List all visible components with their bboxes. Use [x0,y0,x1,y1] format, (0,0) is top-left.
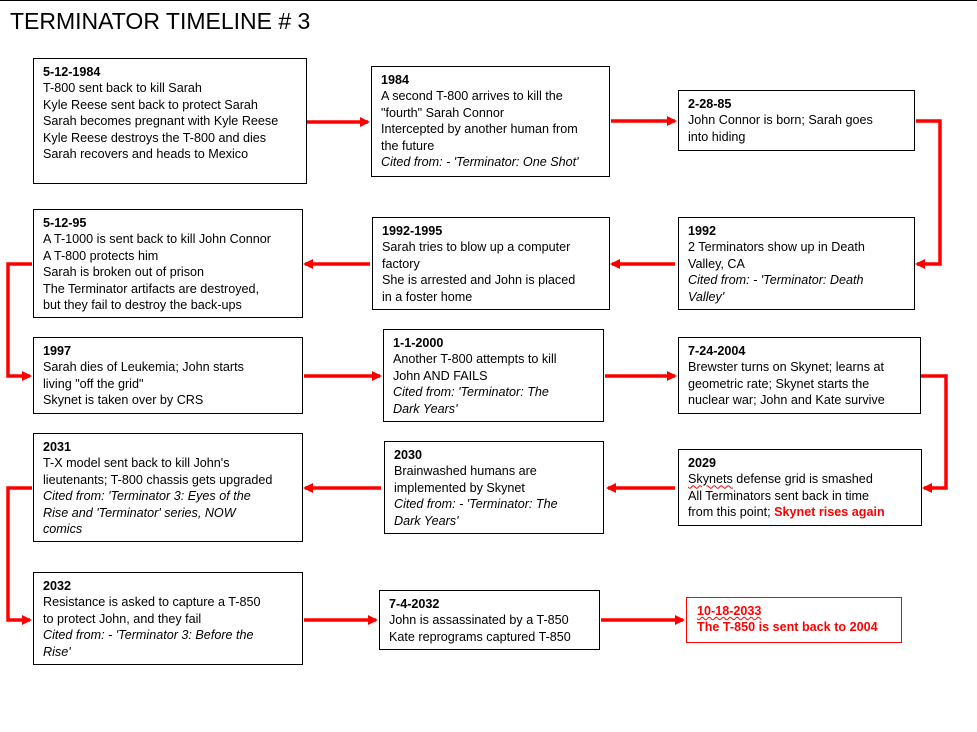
event-box-1997: 1997 Sarah dies of Leukemia; John starts… [33,337,303,414]
event-line: Skynets defense grid is smashed [688,471,921,487]
event-citation: Dark Years' [394,513,459,528]
event-line: to protect John, and they fail [43,611,202,626]
event-line: A T-1000 is sent back to kill John Conno… [43,232,271,247]
event-line: T-800 sent back to kill Sarah [43,81,202,96]
event-line: Intercepted by another human from [381,122,578,137]
event-line: implemented by Skynet [394,480,525,495]
event-line: She is arrested and John is placed [382,273,576,288]
event-line: Kyle Reese destroys the T-800 and dies [43,130,267,145]
event-line: John Connor is born; Sarah goes [688,113,873,128]
event-date-text: 10-18-2033 [697,604,762,618]
event-line-rest: defense grid is smashed [732,472,873,487]
event-line: nuclear war; John and Kate survive [688,393,885,408]
event-citation: Cited from: - 'Terminator: Death [688,273,864,288]
event-date: 2-28-85 [688,97,732,111]
event-date: 1992 [688,224,717,238]
event-line: Another T-800 attempts to kill [393,352,557,367]
event-line: Kate reprograms captured T-850 [389,629,571,644]
event-date: 1984 [381,73,410,87]
event-date: 5-12-95 [43,216,87,230]
event-box-2029: 2029 Skynets defense grid is smashed All… [678,449,922,526]
event-box-2033-10-18: 10-18-2033 The T-850 is sent back to 200… [686,597,902,643]
event-box-1992: 1992 2 Terminators show up in Death Vall… [678,217,915,310]
event-box-2030: 2030 Brainwashed humans are implemented … [384,441,604,534]
event-citation: Cited from: 'Terminator 3: Eyes of the [43,489,251,504]
event-date: 7-24-2004 [688,344,746,358]
event-line: Sarah becomes pregnant with Kyle Reese [43,114,279,129]
event-line: Resistance is asked to capture a T-850 [43,595,261,610]
event-line: Sarah dies of Leukemia; John starts [43,360,244,375]
event-line: John is assassinated by a T-850 [389,613,569,628]
page-title: TERMINATOR TIMELINE # 3 [10,8,311,34]
event-citation: Cited from: 'Terminator: The [393,385,549,400]
event-date: 5-12-1984 [43,65,101,79]
event-box-1992-1995: 1992-1995 Sarah tries to blow up a compu… [372,217,610,310]
event-citation: Valley' [688,289,725,304]
event-line: factory [382,256,420,271]
event-citation: comics [43,522,83,537]
event-line: geometric rate; Skynet starts the [688,376,870,391]
event-line: Sarah tries to blow up a computer [382,240,571,255]
event-box-2031: 2031 T-X model sent back to kill John's … [33,433,303,542]
event-box-2004-07-24: 7-24-2004 Brewster turns on Skynet; lear… [678,337,921,414]
event-line: but they fail to destroy the back-ups [43,298,242,313]
event-line: The T-850 is sent back to 2004 [697,620,878,635]
event-box-2032-07-04: 7-4-2032 John is assassinated by a T-850… [379,590,600,650]
event-line: lieutenants; T-800 chassis gets upgraded [43,472,273,487]
event-line: in a foster home [382,289,473,304]
arrow-e12-e13 [6,486,32,625]
event-line: T-X model sent back to kill John's [43,456,230,471]
event-box-1995-05-12: 5-12-95 A T-1000 is sent back to kill Jo… [33,209,303,318]
event-box-1985-02-28: 2-28-85 John Connor is born; Sarah goes … [678,90,915,151]
event-date: 2030 [394,448,423,462]
event-line: A T-800 protects him [43,248,159,263]
event-line: Brewster turns on Skynet; learns at [688,360,884,375]
event-line: Sarah is broken out of prison [43,265,205,280]
event-citation: Rise and 'Terminator' series, NOW [43,505,236,520]
event-line: Skynet is taken over by CRS [43,393,204,408]
arrow-e6-e7 [6,262,32,381]
arrow-e9-e10 [921,374,948,493]
event-citation: Cited from: - 'Terminator 3: Before the [43,628,254,643]
event-date: 2032 [43,579,72,593]
event-date: 7-4-2032 [389,597,440,611]
event-date: 10-18-2033 [697,603,901,619]
event-line: "fourth" Sarah Connor [381,105,505,120]
event-line: the future [381,138,435,153]
event-date: 1997 [43,344,72,358]
event-date: 1-1-2000 [393,336,444,350]
event-box-1984-05-12: 5-12-1984 T-800 sent back to kill Sarah … [33,58,307,184]
event-date: 2029 [688,456,717,470]
misspelled-word: Skynets [688,472,733,487]
event-citation: Rise' [43,644,71,659]
event-line: into hiding [688,129,746,144]
event-line: The Terminator artifacts are destroyed, [43,281,260,296]
event-date: 2031 [43,440,72,454]
event-line: Brainwashed humans are [394,464,537,479]
event-line: Valley, CA [688,256,745,271]
event-line: Kyle Reese sent back to protect Sarah [43,97,258,112]
event-line-start: from this point; [688,505,775,520]
event-box-2000-01-01: 1-1-2000 Another T-800 attempts to kill … [383,329,604,422]
event-citation: Cited from: - 'Terminator: One Shot' [381,155,579,170]
event-line: All Terminators sent back in time [688,488,870,503]
event-box-1984: 1984 A second T-800 arrives to kill the … [371,66,610,177]
event-citation: Cited from: - 'Terminator: The [394,497,558,512]
top-rule [0,0,977,1]
event-line: A second T-800 arrives to kill the [381,89,563,104]
event-line: from this point; Skynet rises again [688,504,921,520]
event-citation: Dark Years' [393,401,458,416]
event-line: 2 Terminators show up in Death [688,240,865,255]
event-date: 1992-1995 [382,224,443,238]
event-line: Sarah recovers and heads to Mexico [43,147,249,162]
event-box-2032: 2032 Resistance is asked to capture a T-… [33,572,303,665]
event-line: living "off the grid" [43,376,144,391]
event-line: John AND FAILS [393,368,488,383]
skynet-rises-highlight: Skynet rises again [774,505,885,520]
arrow-e3-e4 [915,119,942,269]
